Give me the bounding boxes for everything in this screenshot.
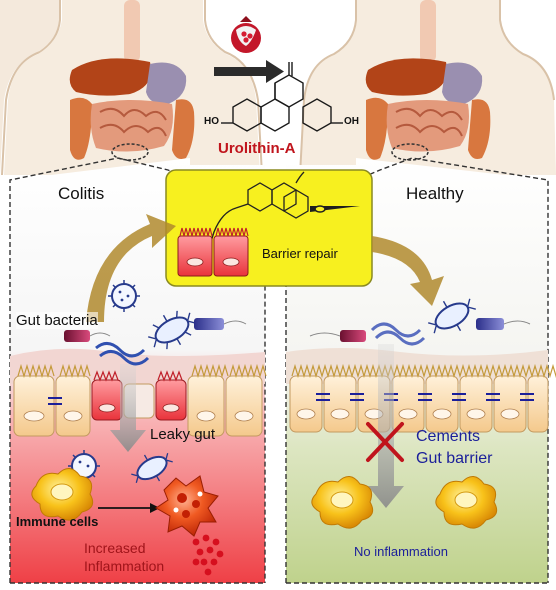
substituent-ho: HO [204, 116, 219, 127]
pomegranate-icon [231, 16, 261, 53]
organs-right [365, 0, 491, 161]
flagellated-bacterium-icon [148, 310, 196, 350]
healthy-epithelium [286, 348, 556, 433]
block-x-icon [366, 422, 404, 462]
stomach-left [146, 62, 187, 105]
zoom-circle-right [391, 143, 429, 161]
colitis-title: Colitis [58, 184, 105, 203]
leaky-gut-label: Leaky gut [150, 426, 216, 443]
gut-bacteria-label: Gut bacteria [16, 312, 98, 329]
urolithin-a-structure [221, 62, 343, 132]
urolithin-scissors-icon [235, 171, 309, 219]
curved-arrow-to-repair [86, 214, 176, 322]
substituent-oh: OH [344, 116, 359, 127]
healthy-title: Healthy [406, 184, 464, 203]
immune-cell-activated [155, 475, 219, 537]
immune-cells-label: Immune cells [16, 514, 99, 529]
rod-bacterium-icon [64, 330, 90, 342]
organs-left [69, 0, 195, 161]
spiky-bacterium-icon [108, 280, 140, 312]
cytokine-dots [192, 534, 224, 576]
stomach-right [442, 62, 483, 105]
cements-line2: Gut barrier [416, 450, 493, 467]
no-inflammation-label: No inflammation [354, 544, 448, 559]
liver-right [365, 58, 448, 96]
leak-arrow [110, 364, 146, 452]
colitis-panel-border [9, 157, 266, 583]
immune-cells-resting-right [311, 476, 498, 529]
blocked-arrow [368, 344, 404, 508]
increased-inflammation-line1: Increased [84, 540, 146, 556]
barrier-repair-label: Barrier repair [262, 246, 338, 261]
barrier-repair-callout [165, 169, 373, 287]
compound-name: Urolithin-A [218, 140, 296, 157]
immune-cell-resting-left [31, 468, 94, 521]
zoom-circle-left [111, 143, 149, 161]
curved-arrow-to-healthy [372, 236, 444, 306]
cements-line1: Cements [416, 428, 481, 445]
healthy-panel-border [285, 157, 549, 583]
intake-arrow [214, 60, 284, 83]
spiral-bacterium-icon [95, 342, 150, 366]
repair-cells-icon [177, 227, 249, 277]
bacteria-right [309, 298, 531, 346]
liver-left [69, 58, 152, 96]
increased-inflammation-line2: Inflammation [84, 558, 165, 574]
